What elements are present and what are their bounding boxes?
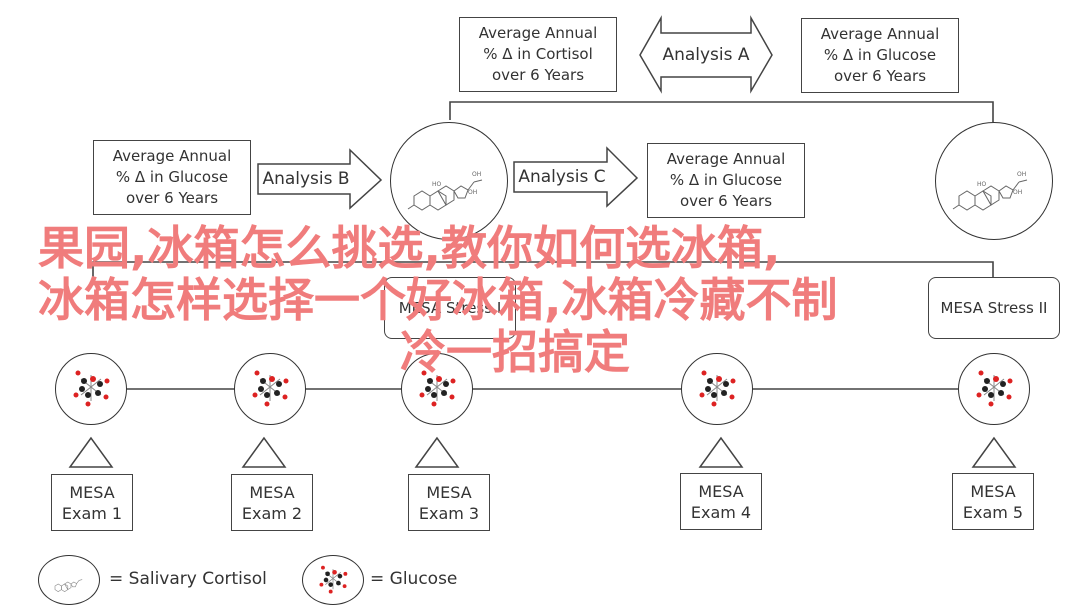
analysis-a-arrow — [639, 15, 773, 94]
exam-line: MESA — [426, 482, 472, 502]
cortisol-change-box: Average Annual % Δ in Cortisol over 6 Ye… — [459, 17, 617, 92]
svg-text:HO: HO — [432, 181, 442, 188]
glucose-circle-3 — [401, 353, 473, 425]
legend-cortisol-circle — [38, 555, 100, 605]
svg-text:HO: HO — [977, 181, 987, 188]
svg-text:OH: OH — [1013, 189, 1022, 196]
top-bracket — [449, 101, 994, 122]
mesa-exam-5-box: MESA Exam 5 — [952, 473, 1034, 530]
glucose-molecule-icon — [73, 370, 110, 407]
cortisol-molecule-icon — [54, 579, 83, 592]
mesa-stress-1-box: MESA Stress I — [384, 277, 516, 339]
glucose-circle-4 — [681, 353, 753, 425]
exam-triangle-4 — [698, 436, 744, 468]
exam-line: Exam 4 — [690, 502, 752, 522]
legend-cortisol-label: = Salivary Cortisol — [109, 569, 267, 589]
box-line: % Δ in Glucose — [669, 171, 783, 189]
exam-triangle-5 — [971, 436, 1017, 468]
mesa-exam-4-box: MESA Exam 4 — [680, 473, 762, 530]
exam-triangle-3 — [414, 436, 460, 468]
glucose-molecule-icon — [419, 370, 456, 407]
cortisol-molecule-circle: HO OH OH — [390, 122, 508, 240]
glucose-molecule-icon — [699, 370, 736, 407]
glucose-circle-1 — [55, 353, 127, 425]
exam-line: MESA — [69, 482, 115, 502]
exam-line: MESA — [698, 481, 744, 501]
glucose-change-box-right: Average Annual % Δ in Glucose over 6 Yea… — [647, 143, 805, 218]
stress-label: MESA Stress I — [398, 298, 502, 317]
box-line: % Δ in Cortisol — [483, 45, 593, 63]
exam-line: Exam 1 — [61, 503, 123, 523]
stress-label: MESA Stress II — [940, 298, 1048, 317]
exam-line: Exam 5 — [962, 502, 1024, 522]
glucose-change-box-top: Average Annual % Δ in Glucose over 6 Yea… — [801, 18, 959, 93]
overlay-line-3: 冷一招搞定 — [400, 325, 630, 379]
legend-glucose-label: = Glucose — [370, 569, 458, 589]
box-line: over 6 Years — [125, 189, 219, 207]
mesa-exam-1-box: MESA Exam 1 — [51, 474, 133, 531]
cortisol-molecule-icon: HO OH OH — [952, 171, 1028, 211]
box-line: over 6 Years — [491, 66, 585, 84]
analysis-c-label: Analysis C — [518, 167, 606, 187]
cortisol-molecule-circle-right: HO OH OH — [935, 122, 1053, 240]
svg-text:OH: OH — [1017, 171, 1026, 178]
exam-line: MESA — [249, 482, 295, 502]
box-line: Average Annual — [112, 147, 232, 165]
cortisol-molecule-icon: HO OH OH — [407, 171, 483, 211]
exam-line: Exam 3 — [418, 503, 480, 523]
box-line: Average Annual — [820, 25, 940, 43]
box-line: % Δ in Glucose — [115, 168, 229, 186]
mesa-exam-2-box: MESA Exam 2 — [231, 474, 313, 531]
exam-triangle-1 — [68, 436, 114, 468]
box-line: Average Annual — [666, 150, 786, 168]
exam-triangle-2 — [241, 436, 287, 468]
overlay-line-2: 冰箱怎样选择一个好冰箱,冰箱冷藏不制 — [38, 273, 838, 327]
exam-line: MESA — [970, 481, 1016, 501]
glucose-circle-2 — [234, 353, 306, 425]
glucose-molecule-icon — [976, 370, 1013, 407]
box-line: over 6 Years — [833, 67, 927, 85]
overlay-title: 果园,冰箱怎么挑选,教你如何选冰箱, 冰箱怎样选择一个好冰箱,冰箱冷藏不制 冷一… — [38, 222, 1078, 378]
glucose-molecule-icon — [252, 370, 289, 407]
overlay-line-1: 果园,冰箱怎么挑选,教你如何选冰箱, — [38, 221, 781, 275]
mesa-exam-3-box: MESA Exam 3 — [408, 474, 490, 531]
glucose-circle-5 — [958, 353, 1030, 425]
glucose-molecule-icon — [319, 565, 348, 594]
analysis-b-label: Analysis B — [262, 169, 350, 189]
mesa-stress-2-box: MESA Stress II — [928, 277, 1060, 339]
box-line: over 6 Years — [679, 192, 773, 210]
box-line: % Δ in Glucose — [823, 46, 937, 64]
svg-text:OH: OH — [472, 171, 481, 178]
box-line: Average Annual — [478, 24, 598, 42]
analysis-b-arrow — [257, 148, 383, 210]
lower-bracket — [92, 261, 994, 280]
analysis-a-label: Analysis A — [662, 45, 750, 65]
exam-line: Exam 2 — [241, 503, 303, 523]
legend-glucose-circle — [302, 555, 364, 605]
svg-text:OH: OH — [468, 189, 477, 196]
glucose-change-box-left: Average Annual % Δ in Glucose over 6 Yea… — [93, 140, 251, 215]
analysis-c-arrow — [513, 146, 639, 208]
